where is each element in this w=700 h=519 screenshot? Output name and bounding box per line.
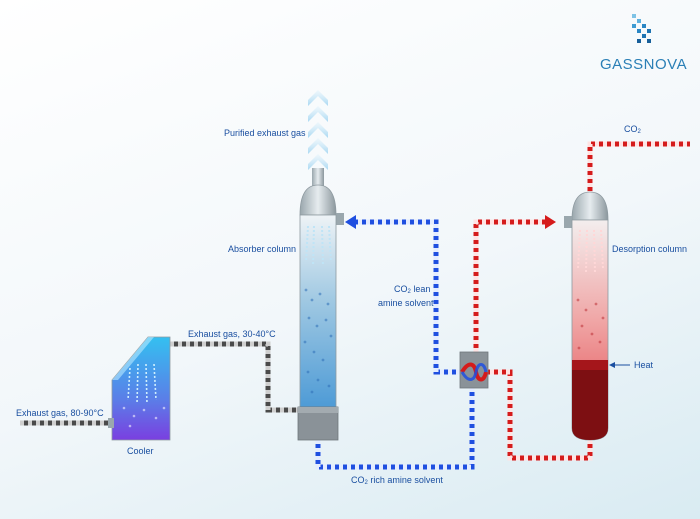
purified-gas-arrows [308,90,328,170]
absorber-column [297,168,344,441]
brand-name: GASSNOVA [600,56,688,73]
co2-outlet-label: CO2 [624,124,641,135]
hot-rich-pipe [473,219,548,352]
co2-outlet-pipe [587,141,690,195]
lean-amine-arrow [345,215,356,229]
heat-exchanger [459,351,489,389]
heat-arrow [609,362,630,368]
exhaust-inlet-label: Exhaust gas, 80-90°C [16,408,104,418]
cooler [108,336,171,441]
rich-amine-pipe [315,388,475,470]
hot-lean-pipe [488,369,593,461]
rich-amine-label: CO2 rich amine solvent [351,475,443,486]
cooler-label: Cooler [127,446,154,456]
cooled-exhaust-label: Exhaust gas, 30-40°C [188,329,276,339]
gassnova-logo-icon [632,14,651,43]
purified-gas-label: Purified exhaust gas [224,128,306,138]
desorption-column [564,191,609,441]
lean-amine-pipe [352,219,460,375]
desorption-label: Desorption column [612,244,688,254]
cooled-exhaust-pipe [170,341,300,413]
hot-rich-arrow [545,215,556,229]
lean-amine-label: CO2 lean amine solvent [378,284,434,308]
absorber-label: Absorber column [228,244,297,254]
heat-label: Heat [634,360,654,370]
